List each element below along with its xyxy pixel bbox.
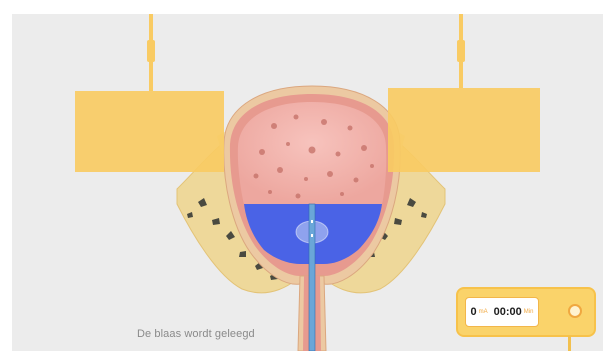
catheter bbox=[309, 204, 315, 351]
stimulator-display: 0 mA 00:00 Min bbox=[465, 297, 539, 327]
current-unit: mA bbox=[479, 309, 488, 315]
device-cable bbox=[568, 336, 571, 351]
subtitle-caption: De blaas wordt geleegd bbox=[137, 328, 255, 340]
right-electrode-pad bbox=[388, 14, 540, 172]
time-value: 00:00 bbox=[494, 306, 522, 318]
current-value: 0 bbox=[471, 306, 477, 318]
bladder bbox=[224, 86, 401, 351]
stimulator-device: 0 mA 00:00 Min bbox=[456, 287, 596, 337]
time-unit: Min bbox=[524, 309, 534, 315]
left-electrode-pad bbox=[75, 14, 224, 172]
power-knob-icon[interactable] bbox=[568, 304, 582, 318]
